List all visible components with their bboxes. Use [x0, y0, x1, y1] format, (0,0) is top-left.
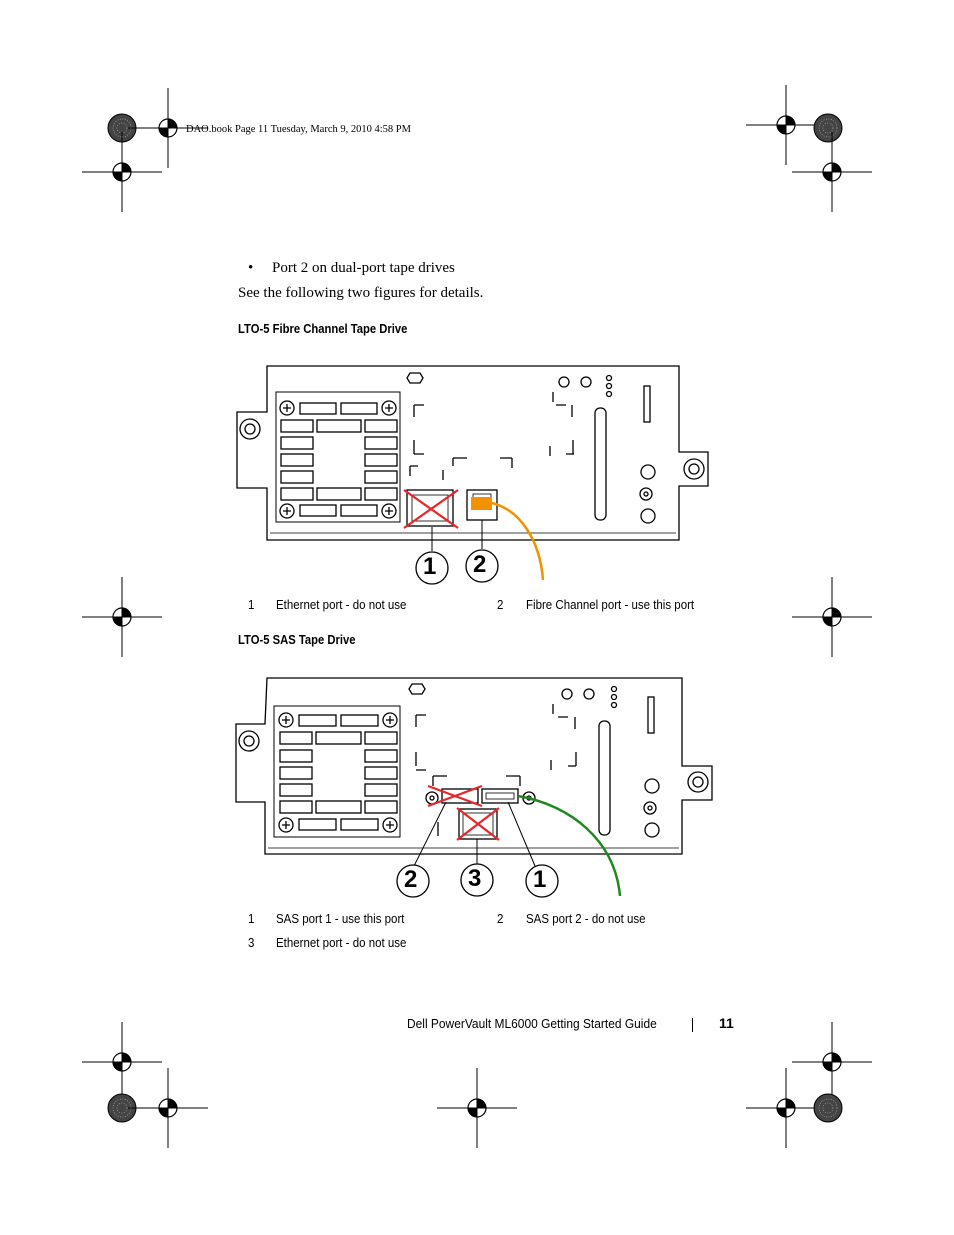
figure1-legend-text-2: Fibre Channel port - use this port — [526, 598, 695, 612]
figure1-callout-2: 2 — [473, 551, 487, 578]
figure1-legend-num-1: 1 — [248, 598, 255, 612]
page-number: 11 — [719, 1015, 734, 1031]
crosshair-mark — [81, 1021, 163, 1103]
starburst-mark — [813, 113, 843, 143]
figure2-legend-text-2: SAS port 2 - do not use — [526, 912, 646, 926]
crosshair-mark — [436, 1067, 518, 1149]
figure2-legend-num-3: 3 — [248, 936, 255, 950]
footer-divider — [692, 1018, 693, 1032]
crosshair-mark — [791, 576, 873, 658]
running-head: DAO.book Page 11 Tuesday, March 9, 2010 … — [186, 124, 411, 135]
figure2-callout-1: 1 — [533, 866, 547, 893]
starburst-mark — [813, 1093, 843, 1123]
figure2-legend-text-3: Ethernet port - do not use — [276, 936, 407, 950]
figure1-legend-num-2: 2 — [497, 598, 504, 612]
figure1-callout-1: 1 — [423, 553, 437, 580]
bullet-symbol: • — [248, 260, 254, 276]
footer-title: Dell PowerVault ML6000 Getting Started G… — [407, 1016, 657, 1031]
figure1-title: LTO-5 Fibre Channel Tape Drive — [238, 322, 408, 336]
figure2-legend-num-2: 2 — [497, 912, 504, 926]
figure2-callout-3: 3 — [468, 865, 482, 892]
figure2-title: LTO-5 SAS Tape Drive — [238, 633, 356, 647]
figure2-callout-2: 2 — [404, 866, 418, 893]
crosshair-mark — [791, 131, 873, 213]
figure2-legend-num-1: 1 — [248, 912, 255, 926]
crosshair-mark — [81, 576, 163, 658]
bullet-item: Port 2 on dual-port tape drives — [272, 260, 455, 276]
crosshair-mark — [81, 131, 163, 213]
crosshair-mark — [791, 1021, 873, 1103]
intro-paragraph: See the following two figures for detail… — [238, 285, 484, 301]
figure1-legend-text-1: Ethernet port - do not use — [276, 598, 407, 612]
figure2-legend-text-1: SAS port 1 - use this port — [276, 912, 405, 926]
crosshair-mark — [127, 1067, 209, 1149]
